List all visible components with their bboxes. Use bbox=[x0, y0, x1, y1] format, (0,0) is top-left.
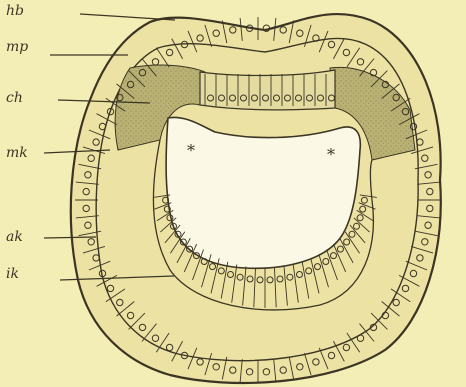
label-hb: hb bbox=[6, 3, 24, 19]
asterisk-marker-left: * bbox=[187, 141, 195, 160]
label-mk: mk bbox=[6, 145, 28, 161]
label-mp: mp bbox=[6, 39, 28, 55]
leader-hb bbox=[80, 14, 175, 20]
label-ch: ch bbox=[6, 90, 23, 106]
label-ik: ik bbox=[6, 266, 19, 282]
label-ak: ak bbox=[6, 229, 23, 245]
asterisk-marker-right: * bbox=[327, 145, 335, 164]
archenteron-cavity bbox=[166, 117, 360, 268]
